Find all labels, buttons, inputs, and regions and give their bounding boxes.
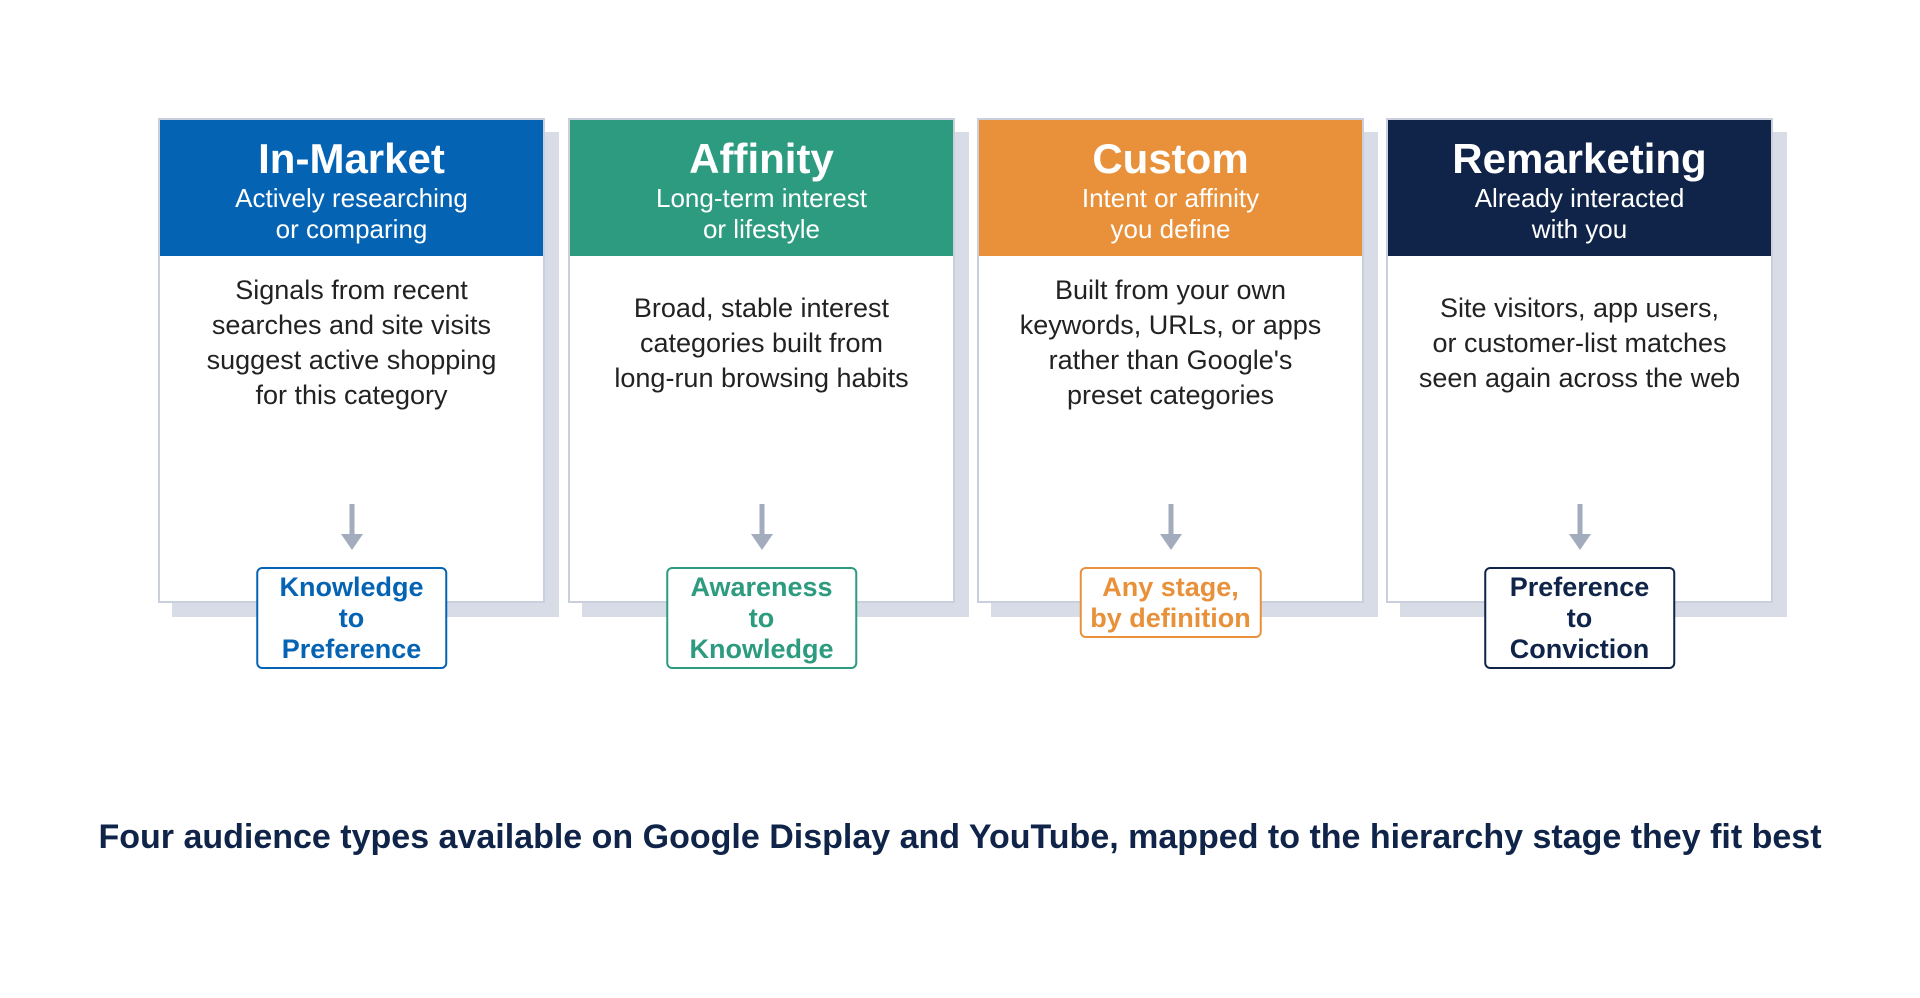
down-arrow-icon (1159, 504, 1182, 550)
card-header: Affinity Long-term interest or lifestyle (570, 120, 953, 256)
card-title: Affinity (689, 135, 834, 182)
card-affinity: Affinity Long-term interest or lifestyle… (568, 118, 969, 669)
stage-badge: Knowledge to Preference (255, 567, 448, 669)
card-title: Custom (1092, 135, 1249, 182)
card-panel: Remarketing Already interacted with you … (1386, 118, 1773, 669)
card-subtitle: Intent or affinity you define (1081, 183, 1260, 244)
card-subtitle: Long-term interest or lifestyle (656, 183, 867, 244)
figure-caption: Four audience types available on Google … (98, 818, 1822, 856)
audience-cards: In-Market Actively researching or compar… (0, 118, 1920, 669)
card-header: Custom Intent or affinity you define (979, 120, 1362, 256)
stage-badge: Awareness to Knowledge (665, 567, 858, 669)
card-in-market: In-Market Actively researching or compar… (158, 118, 559, 669)
card-panel: Affinity Long-term interest or lifestyle… (568, 118, 955, 669)
card-description: Site visitors, app users, or customer-li… (1418, 292, 1741, 393)
card-title: In-Market (258, 135, 445, 182)
down-arrow-icon (1568, 504, 1591, 550)
card-remarketing: Remarketing Already interacted with you … (1386, 118, 1787, 669)
card-description: Signals from recent searches and site vi… (206, 275, 497, 410)
card-panel: Custom Intent or affinity you define Bui… (977, 118, 1364, 638)
card-description: Broad, stable interest categories built … (614, 292, 909, 393)
down-arrow-icon (340, 504, 363, 550)
stage-badge: Preference to Conviction (1483, 567, 1676, 669)
card-title: Remarketing (1452, 135, 1707, 182)
card-panel: In-Market Actively researching or compar… (158, 118, 545, 669)
card-subtitle: Actively researching or comparing (235, 183, 468, 244)
card-custom: Custom Intent or affinity you define Bui… (977, 118, 1378, 638)
stage-badge: Any stage, by definition (1079, 567, 1262, 638)
card-header: In-Market Actively researching or compar… (160, 120, 543, 256)
card-header: Remarketing Already interacted with you (1388, 120, 1771, 256)
down-arrow-icon (750, 504, 773, 550)
card-description: Built from your own keywords, URLs, or a… (1019, 275, 1322, 410)
card-subtitle: Already interacted with you (1474, 183, 1685, 244)
